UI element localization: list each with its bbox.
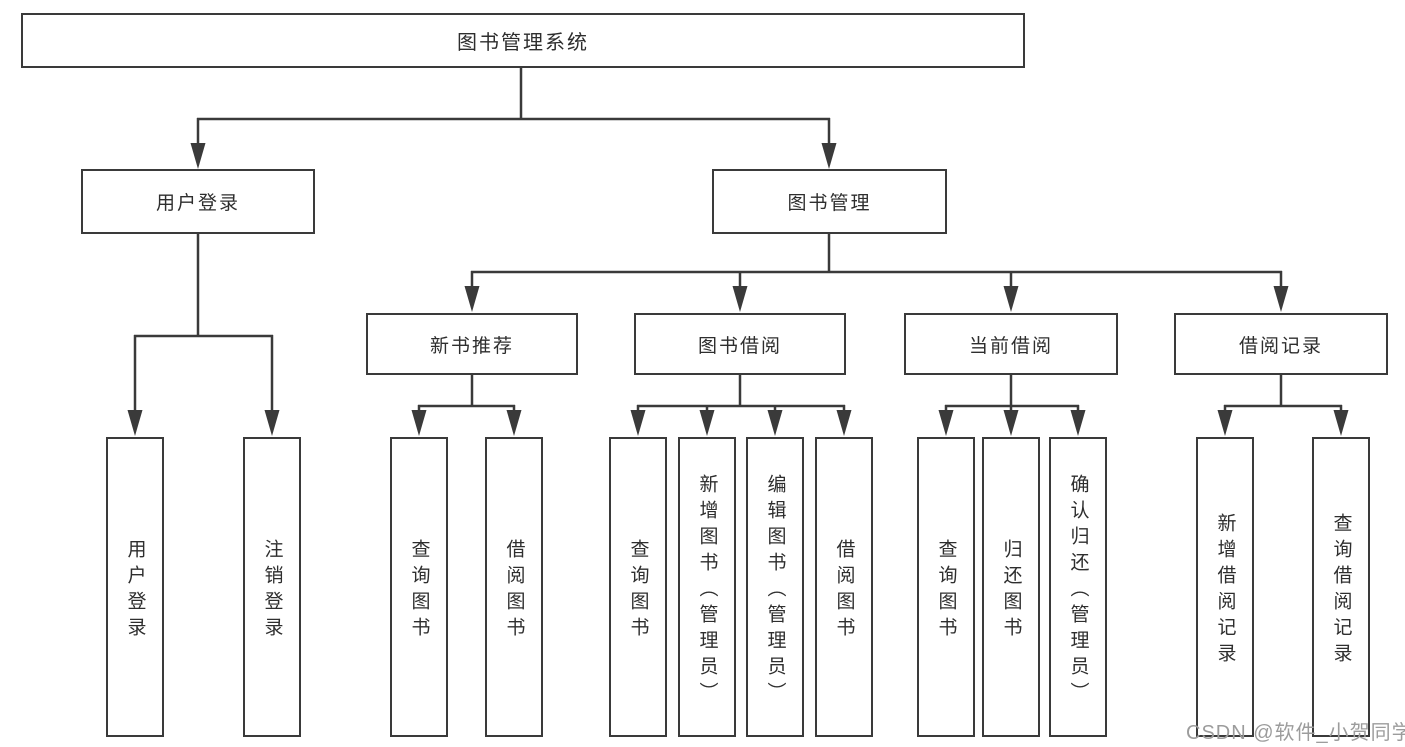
node-book-borrow: 图书借阅 xyxy=(634,313,846,375)
leaf-return-books: 归还图书 xyxy=(982,437,1040,737)
node-borrow-records: 借阅记录 xyxy=(1174,313,1388,375)
node-book-management: 图书管理 xyxy=(712,169,947,234)
leaf-add-books-admin: 新增图书（管理员） xyxy=(678,437,736,737)
leaf-borrow-books-recommend: 借阅图书 xyxy=(485,437,543,737)
leaf-query-borrow-record: 查询借阅记录 xyxy=(1312,437,1370,737)
leaf-query-books-recommend: 查询图书 xyxy=(390,437,448,737)
leaf-logout: 注销登录 xyxy=(243,437,301,737)
tree-edges xyxy=(133,68,1343,412)
leaf-edit-books-admin: 编辑图书（管理员） xyxy=(746,437,804,737)
leaf-add-borrow-record: 新增借阅记录 xyxy=(1196,437,1254,737)
leaf-user-login: 用户登录 xyxy=(106,437,164,737)
node-current-borrow: 当前借阅 xyxy=(904,313,1118,375)
arrowheads xyxy=(127,143,1349,436)
leaf-borrow-books: 借阅图书 xyxy=(815,437,873,737)
node-new-book-recommend: 新书推荐 xyxy=(366,313,578,375)
csdn-watermark: CSDN @软件_小贺同学 xyxy=(1186,722,1405,744)
leaf-confirm-return-admin: 确认归还（管理员） xyxy=(1049,437,1107,737)
leaf-query-books-current: 查询图书 xyxy=(917,437,975,737)
node-root-library-system: 图书管理系统 xyxy=(21,13,1025,68)
node-user-login: 用户登录 xyxy=(81,169,315,234)
leaf-query-books-borrow: 查询图书 xyxy=(609,437,667,737)
